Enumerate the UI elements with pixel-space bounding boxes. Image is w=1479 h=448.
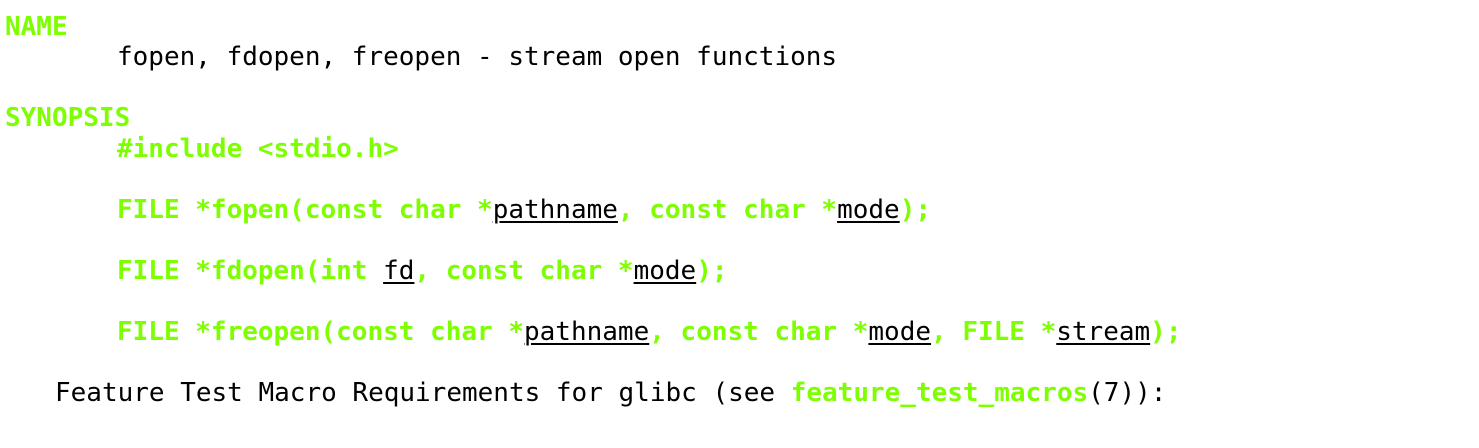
prototype-code: FILE *fopen(const char * (117, 195, 493, 225)
feature-test-macro-line: Feature Test Macro Requirements for glib… (0, 378, 1166, 409)
param-mode: mode (868, 317, 932, 347)
prototype-code: ); (696, 256, 728, 286)
name-description-line: fopen, fdopen, freopen - stream open fun… (0, 42, 837, 73)
name-description-text: fopen, fdopen, freopen - stream open fun… (117, 42, 838, 72)
prototype-code: , const char * (617, 195, 838, 225)
prototype-fopen: FILE *fopen(const char *pathname, const … (0, 195, 931, 226)
prototype-code: ); (899, 195, 932, 225)
param-mode: mode (837, 195, 900, 225)
include-directive: #include <stdio.h> (117, 134, 399, 164)
prototype-code: ); (1150, 317, 1182, 347)
manpage-xref-feature-test-macros[interactable]: feature_test_macros (790, 378, 1089, 408)
prototype-code: , const char * (649, 317, 869, 347)
prototype-code: , FILE * (931, 317, 1057, 347)
prototype-code: FILE *freopen(const char * (117, 317, 524, 347)
feature-test-prose: Feature Test Macro Requirements for glib… (55, 378, 791, 408)
param-fd: fd (383, 256, 415, 286)
param-mode: mode (633, 256, 697, 286)
prototype-freopen: FILE *freopen(const char *pathname, cons… (0, 317, 1181, 348)
param-stream: stream (1056, 317, 1151, 347)
section-heading-text: NAME (5, 12, 68, 42)
manpage-xref-section: (7)): (1088, 378, 1167, 408)
section-heading-text: SYNOPSIS (5, 103, 131, 133)
prototype-code: FILE *fdopen(int (117, 256, 384, 286)
param-pathname: pathname (492, 195, 618, 225)
prototype-fdopen: FILE *fdopen(int fd, const char *mode); (0, 256, 728, 287)
section-heading-synopsis: SYNOPSIS (0, 103, 130, 134)
section-heading-name: NAME (0, 12, 68, 43)
synopsis-include-line: #include <stdio.h> (0, 134, 399, 165)
param-pathname: pathname (524, 317, 650, 347)
prototype-code: , const char * (414, 256, 634, 286)
